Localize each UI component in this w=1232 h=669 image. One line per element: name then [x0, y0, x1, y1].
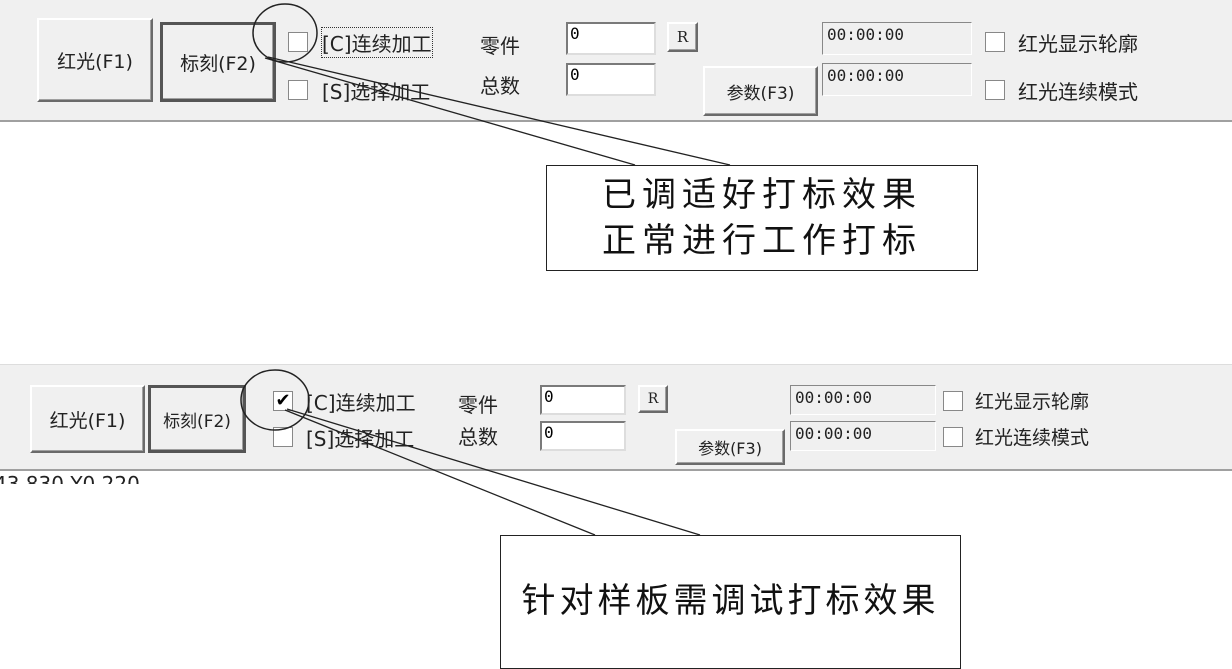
- callout-2-pointer-a: [284, 409, 596, 536]
- select-checkbox[interactable]: [288, 80, 308, 100]
- params-button[interactable]: 参数(F3): [703, 66, 818, 116]
- parts-input[interactable]: 0: [540, 385, 626, 415]
- red-continuous-checkbox[interactable]: [985, 80, 1005, 100]
- red-continuous-label[interactable]: 红光连续模式: [975, 427, 1090, 449]
- callout-1-line-2: 正常进行工作打标: [602, 221, 922, 261]
- show-outline-checkbox[interactable]: [943, 391, 963, 411]
- callout-1-line-1: 已调适好打标效果: [602, 175, 922, 215]
- total-input[interactable]: 0: [540, 421, 626, 451]
- time-field-2: 00:00:00: [822, 63, 972, 96]
- highlight-circle-1: [252, 3, 318, 63]
- continuous-label[interactable]: [C]连续加工: [321, 27, 433, 58]
- show-outline-label[interactable]: 红光显示轮廓: [975, 391, 1090, 413]
- toolbar-panel-1: 红光(F1) 标刻(F2) [C]连续加工 [S]选择加工 零件 总数 0 0 …: [0, 0, 1232, 122]
- callout-1: 已调适好打标效果 正常进行工作打标: [546, 165, 978, 271]
- callout-2: 针对样板需调试打标效果: [500, 535, 961, 669]
- parts-label: 零件: [480, 34, 520, 58]
- continuous-checkbox[interactable]: ✔: [273, 391, 293, 411]
- params-button[interactable]: 参数(F3): [675, 429, 785, 465]
- coordinate-status: 43.830 Y0.220: [0, 472, 140, 484]
- checkmark-icon: ✔: [275, 390, 291, 411]
- red-continuous-checkbox[interactable]: [943, 427, 963, 447]
- reset-button[interactable]: R: [638, 385, 668, 413]
- parts-input[interactable]: 0: [566, 22, 656, 55]
- time-field-1: 00:00:00: [790, 385, 936, 415]
- parts-label: 零件: [458, 393, 498, 417]
- total-label: 总数: [458, 425, 498, 449]
- time-field-1: 00:00:00: [822, 22, 972, 55]
- red-continuous-label[interactable]: 红光连续模式: [1018, 80, 1138, 104]
- show-outline-checkbox[interactable]: [985, 32, 1005, 52]
- callout-2-line-1: 针对样板需调试打标效果: [521, 581, 940, 621]
- mark-button[interactable]: 标刻(F2): [148, 385, 246, 453]
- red-light-button[interactable]: 红光(F1): [37, 18, 153, 102]
- callout-1-pointer-b: [267, 56, 731, 166]
- show-outline-label[interactable]: 红光显示轮廓: [1018, 32, 1138, 56]
- select-checkbox[interactable]: [273, 427, 293, 447]
- red-light-button[interactable]: 红光(F1): [30, 385, 145, 453]
- total-label: 总数: [480, 74, 520, 98]
- continuous-checkbox[interactable]: [288, 32, 308, 52]
- mark-button[interactable]: 标刻(F2): [160, 22, 276, 102]
- total-input[interactable]: 0: [566, 63, 656, 96]
- toolbar-panel-2: 红光(F1) 标刻(F2) ✔ [C]连续加工 [S]选择加工 零件 总数 0 …: [0, 364, 1232, 471]
- callout-1-pointer-a: [264, 57, 636, 166]
- highlight-circle-2: [240, 369, 310, 431]
- callout-2-pointer-b: [286, 408, 701, 536]
- continuous-label[interactable]: [C]连续加工: [306, 391, 416, 415]
- reset-button[interactable]: R: [667, 22, 698, 52]
- time-field-2: 00:00:00: [790, 421, 936, 451]
